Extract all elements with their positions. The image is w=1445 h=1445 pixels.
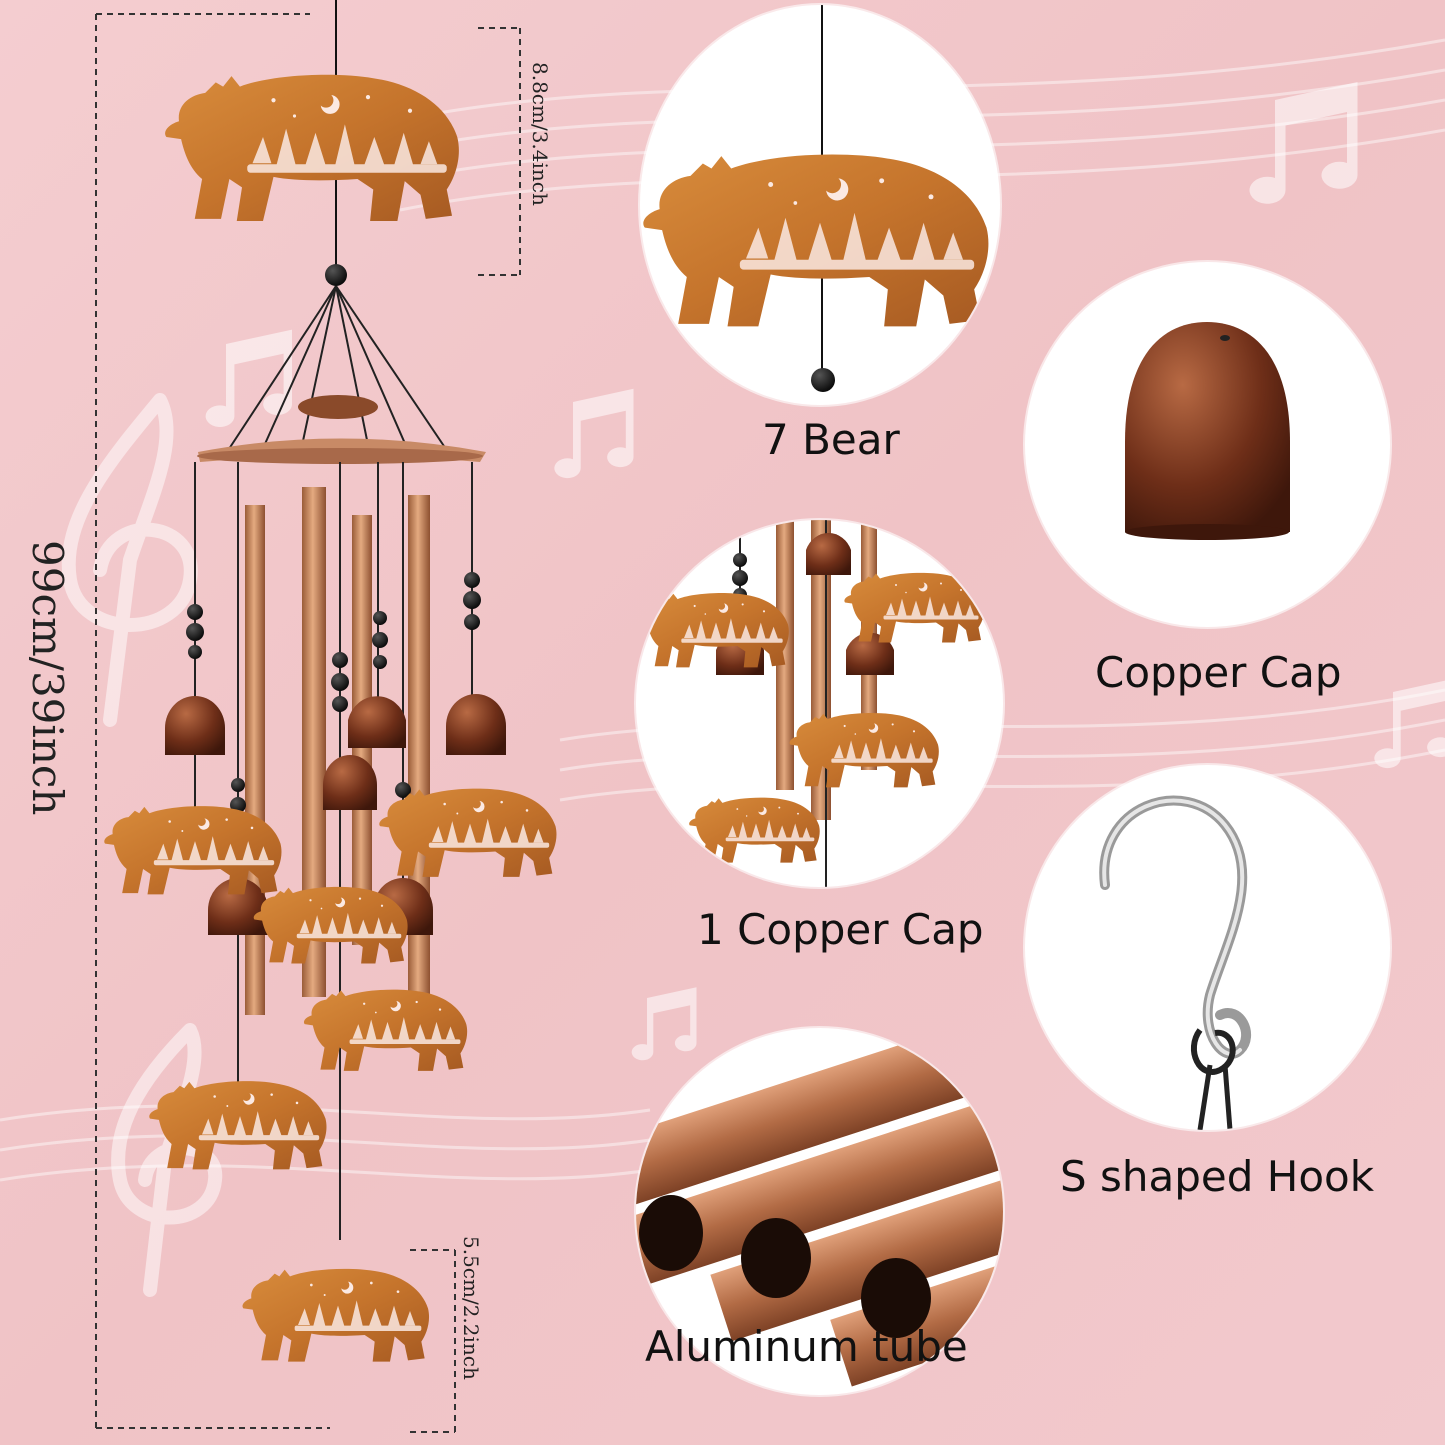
s-hook-icon bbox=[1099, 795, 1251, 1130]
s-hook-circle bbox=[1025, 765, 1390, 1130]
bear-label: 7 Bear bbox=[762, 415, 900, 464]
chime-detail-circle bbox=[636, 520, 1003, 887]
chime-detail-label: 1 Copper Cap bbox=[697, 905, 984, 954]
aluminum-tube-circle bbox=[636, 1028, 1003, 1395]
copper-cap-icon bbox=[1125, 322, 1290, 540]
aluminum-tube-icon bbox=[636, 1028, 1003, 1387]
wind-chime-detail-icon bbox=[639, 520, 985, 887]
total-height-label: 99cm/39inch bbox=[23, 540, 72, 816]
wind-chime bbox=[104, 0, 557, 1362]
copper-cap-circle bbox=[1025, 262, 1390, 627]
bottom-bear-size-label: 5.5cm/2.2inch bbox=[459, 1236, 483, 1380]
s-hook-label: S shaped Hook bbox=[1060, 1152, 1375, 1201]
copper-cap-label: Copper Cap bbox=[1095, 648, 1342, 697]
aluminum-tube-label-visible: Aluminum tube bbox=[645, 1322, 968, 1371]
bear-icon bbox=[643, 5, 989, 392]
bear-detail-circle bbox=[640, 5, 1000, 405]
top-bear-size-label: 8.8cm/3.4inch bbox=[528, 62, 552, 206]
